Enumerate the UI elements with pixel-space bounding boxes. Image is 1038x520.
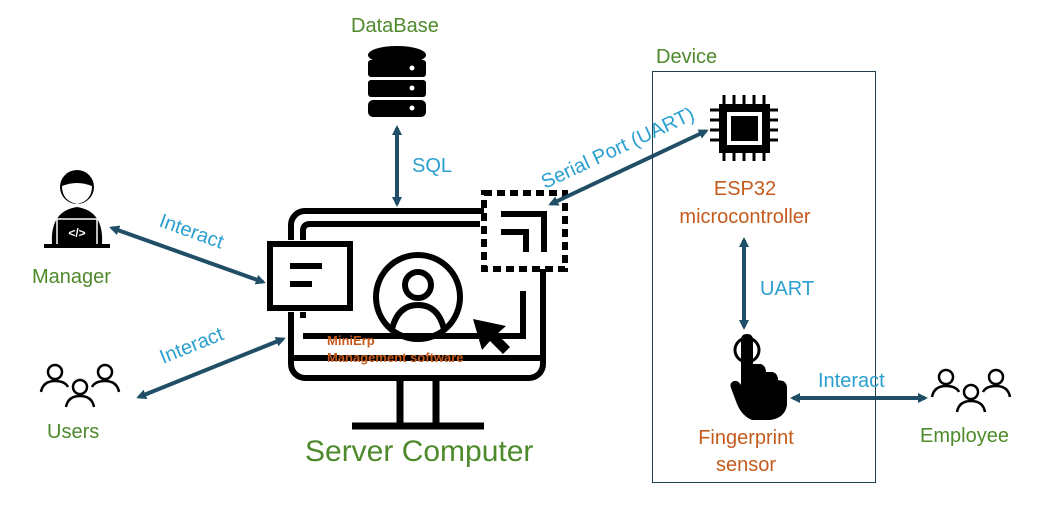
- fingerprint-label-line2: sensor: [715, 454, 777, 476]
- users-interact-label: Interact: [157, 323, 227, 369]
- manager-label: Manager: [32, 266, 111, 288]
- cursor-icon: [473, 319, 510, 354]
- device-container: [652, 71, 876, 483]
- users-interact-arrow: [136, 336, 286, 400]
- software-label-line1: MiniErp: [327, 333, 375, 348]
- server-label: Server Computer: [305, 435, 534, 468]
- users-icon: [39, 363, 121, 408]
- employee-interact-label: Interact: [818, 370, 885, 392]
- database-label: DataBase: [351, 15, 439, 37]
- esp32-label-line2: microcontroller: [679, 206, 811, 228]
- database-icon: [368, 46, 426, 117]
- employee-icon: [930, 368, 1012, 413]
- selection-box-icon: [481, 190, 568, 272]
- user-avatar-icon: [373, 252, 463, 342]
- device-label: Device: [656, 46, 718, 68]
- esp32-label-line1: ESP32: [713, 178, 777, 200]
- uart-edge-label: UART: [760, 278, 815, 300]
- sql-edge-label: SQL: [412, 155, 453, 177]
- finger-touch-icon: [730, 334, 787, 420]
- software-label-line2: Management software: [327, 350, 464, 365]
- manager-icon: </>: [44, 170, 110, 248]
- fingerprint-label-line1: Fingerprint: [698, 427, 794, 449]
- manager-interact-arrow: [109, 225, 266, 285]
- employee-label: Employee: [920, 425, 1009, 447]
- users-label: Users: [47, 421, 100, 443]
- window-panel-icon: [267, 241, 353, 311]
- chip-icon: [710, 95, 778, 161]
- serial-arrow: [548, 129, 709, 206]
- svg-text:</>: </>: [68, 226, 85, 240]
